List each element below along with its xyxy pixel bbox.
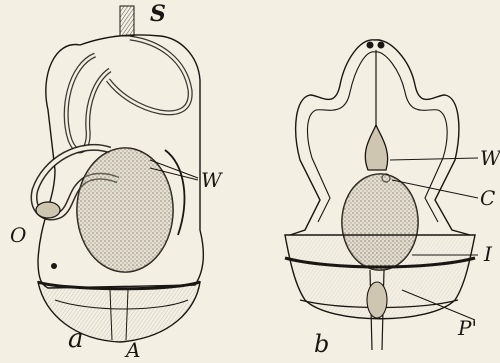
figure-a-label-s: S	[150, 3, 166, 25]
figure-a-label-o: O	[10, 225, 26, 245]
figure-b-label-w: W	[480, 148, 500, 168]
figure-b-label-b-panel: b	[314, 332, 329, 356]
figure-a-cup	[38, 282, 200, 342]
figure-b-organism	[285, 40, 478, 350]
figure-a-arm-upper	[108, 38, 190, 113]
figure-a-label-a-panel: a	[68, 326, 84, 352]
figure-b-organ-w	[365, 125, 387, 170]
figure-b-label-i: I	[484, 244, 492, 264]
figure-a-organism	[34, 6, 203, 342]
figure-b-label-p: P'	[458, 318, 477, 338]
figure-a-stalk	[120, 6, 134, 36]
figure-a-label-w: W	[201, 170, 222, 190]
figure-b-label-c: C	[480, 188, 495, 208]
figure-a-label-a-cap: A	[126, 340, 140, 360]
